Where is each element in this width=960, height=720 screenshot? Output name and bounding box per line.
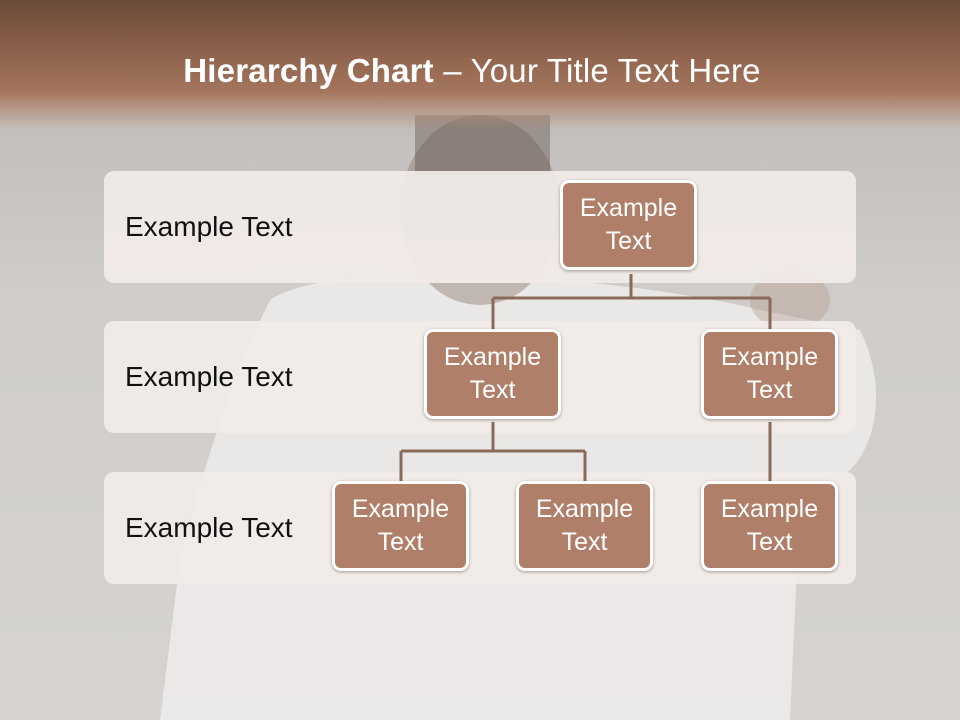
title-rest: – Your Title Text Here bbox=[433, 52, 761, 89]
connector-left-children bbox=[399, 422, 587, 482]
node-level3-middle-line2: Text bbox=[561, 528, 608, 556]
node-level3-middle-line1: Example bbox=[535, 495, 634, 523]
title-bar bbox=[0, 0, 960, 130]
slide-title: Hierarchy Chart – Your Title Text Here bbox=[0, 52, 944, 90]
node-root-line1: Example bbox=[579, 194, 678, 222]
level-label-2: Example Text bbox=[125, 361, 293, 392]
node-level2-right-line2: Text bbox=[746, 376, 793, 404]
node-level3-left-line2: Text bbox=[377, 528, 424, 556]
level-band-1: Example Text bbox=[104, 171, 856, 283]
node-level3-right-line2: Text bbox=[746, 528, 793, 556]
node-root-line2: Text bbox=[605, 227, 652, 255]
node-level3-right-line1: Example bbox=[720, 495, 819, 523]
connector-root-children bbox=[491, 274, 772, 330]
node-level2-left-line2: Text bbox=[469, 376, 516, 404]
level-label-3: Example Text bbox=[125, 512, 293, 543]
level-label-1: Example Text bbox=[125, 211, 293, 242]
node-level2-right-line1: Example bbox=[720, 343, 819, 371]
node-level2-left-line1: Example bbox=[443, 343, 542, 371]
node-level3-left-line1: Example bbox=[351, 495, 450, 523]
title-bold: Hierarchy Chart bbox=[183, 52, 434, 89]
